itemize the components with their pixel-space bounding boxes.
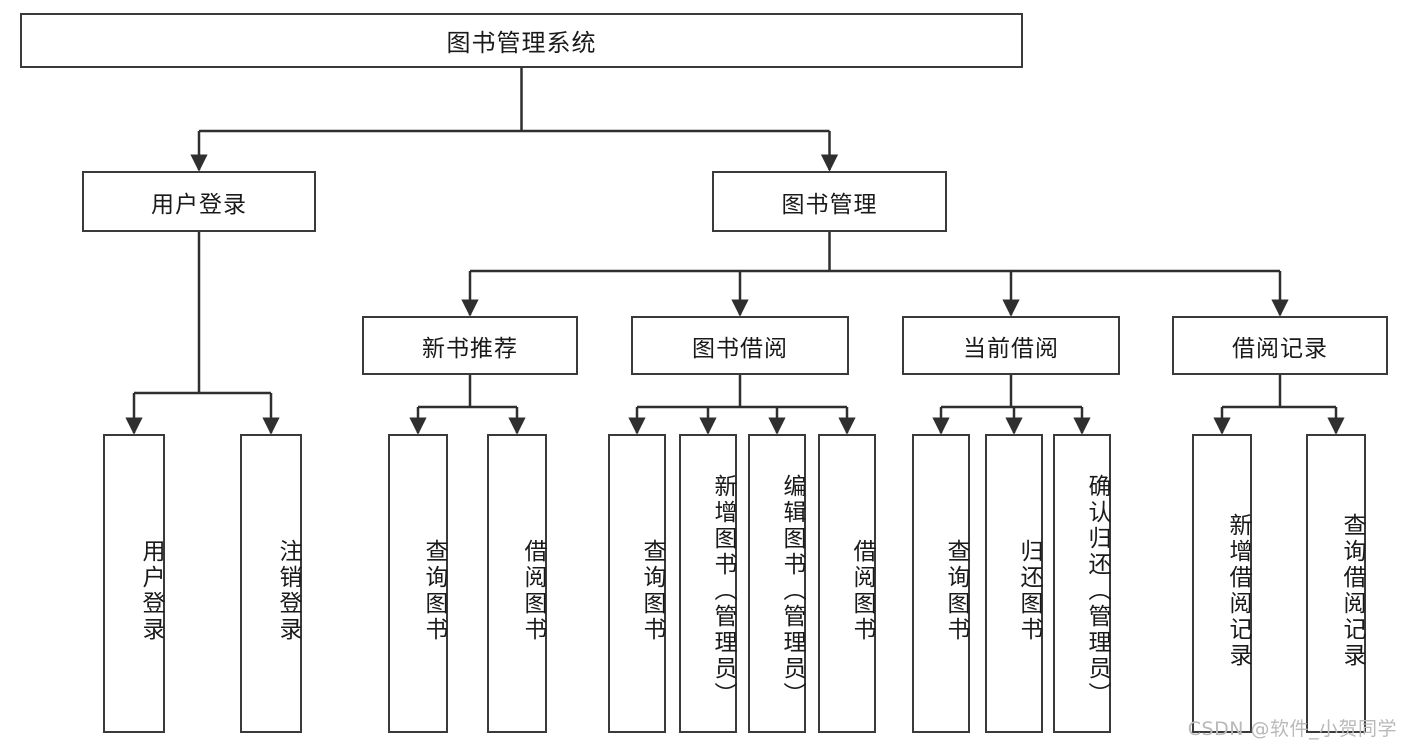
node-leaf8[interactable]: 借阅图书 bbox=[818, 434, 876, 733]
node-label: 归还图书 bbox=[1016, 538, 1042, 643]
node-root[interactable]: 图书管理系统 bbox=[20, 13, 1023, 68]
node-current[interactable]: 当前借阅 bbox=[902, 316, 1120, 375]
node-label: 图书借阅 bbox=[692, 335, 788, 362]
node-label: 用户登录 bbox=[151, 191, 247, 218]
node-label: 当前借阅 bbox=[963, 335, 1059, 362]
node-label: 查询图书 bbox=[639, 538, 665, 643]
node-label: 查询图书 bbox=[421, 538, 447, 643]
node-label: 用户登录 bbox=[138, 538, 164, 643]
node-records[interactable]: 借阅记录 bbox=[1172, 316, 1388, 375]
node-leaf4[interactable]: 借阅图书 bbox=[487, 434, 547, 733]
node-leaf10[interactable]: 归还图书 bbox=[985, 434, 1043, 733]
node-leaf7[interactable]: 编辑图书（管理员） bbox=[748, 434, 806, 733]
node-label: 查询图书 bbox=[943, 538, 969, 643]
node-leaf11[interactable]: 确认归还（管理员） bbox=[1053, 434, 1111, 733]
node-label: 查询借阅记录 bbox=[1339, 512, 1365, 669]
node-label: 新增图书（管理员） bbox=[710, 473, 736, 708]
node-label: 图书管理系统 bbox=[446, 29, 597, 57]
node-borrow[interactable]: 图书借阅 bbox=[631, 316, 849, 375]
node-leaf9[interactable]: 查询图书 bbox=[912, 434, 970, 733]
node-label: 新书推荐 bbox=[422, 335, 518, 362]
node-label: 图书管理 bbox=[781, 191, 878, 218]
node-leaf12[interactable]: 新增借阅记录 bbox=[1192, 434, 1252, 733]
node-login[interactable]: 用户登录 bbox=[82, 171, 316, 232]
node-leaf3[interactable]: 查询图书 bbox=[388, 434, 448, 733]
node-leaf1[interactable]: 用户登录 bbox=[103, 434, 165, 733]
node-label: 借阅图书 bbox=[520, 538, 546, 643]
node-leaf5[interactable]: 查询图书 bbox=[608, 434, 666, 733]
node-label: 新增借阅记录 bbox=[1225, 512, 1251, 669]
node-leaf2[interactable]: 注销登录 bbox=[240, 434, 302, 733]
node-bookmgmt[interactable]: 图书管理 bbox=[712, 171, 947, 232]
node-label: 借阅图书 bbox=[849, 538, 875, 643]
watermark-text: CSDN @软件_小贺同学 bbox=[1187, 718, 1397, 740]
node-newbook[interactable]: 新书推荐 bbox=[362, 316, 578, 375]
node-label: 编辑图书（管理员） bbox=[779, 473, 805, 708]
node-label: 借阅记录 bbox=[1232, 335, 1328, 362]
node-leaf6[interactable]: 新增图书（管理员） bbox=[679, 434, 737, 733]
node-label: 注销登录 bbox=[275, 538, 301, 643]
node-label: 确认归还（管理员） bbox=[1084, 473, 1110, 708]
node-leaf13[interactable]: 查询借阅记录 bbox=[1306, 434, 1366, 733]
